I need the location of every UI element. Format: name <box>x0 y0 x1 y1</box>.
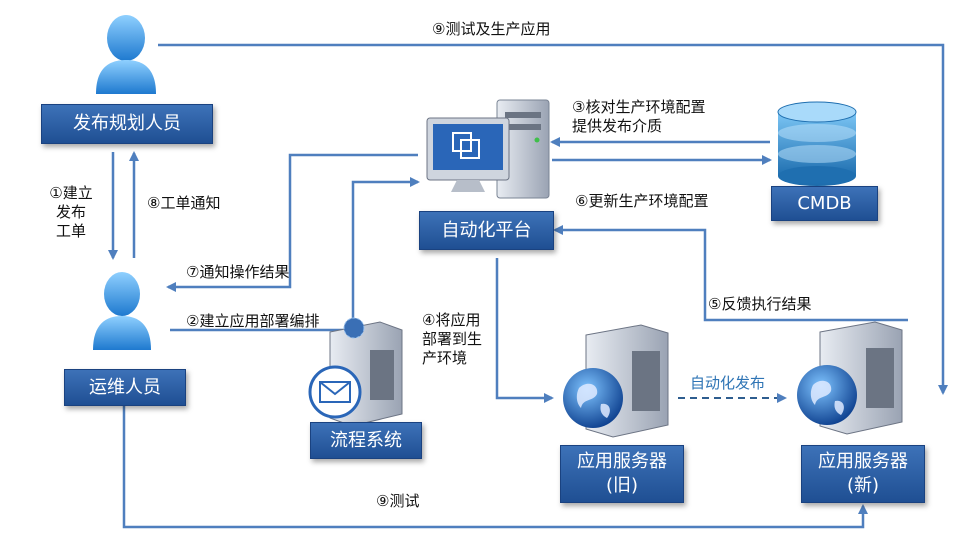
ops-box: 运维人员 <box>64 369 186 406</box>
arrow-step9-bottom <box>122 400 868 529</box>
step8-label: ⑧工单通知 <box>147 194 221 212</box>
step9-top-label: ⑨测试及生产应用 <box>432 20 551 38</box>
step4-label-line3: 产环境 <box>422 349 468 367</box>
app-server-old-label-line1: 应用服务器 <box>577 451 667 472</box>
arrow-step4 <box>495 258 554 403</box>
cmdb-box: CMDB <box>771 186 878 221</box>
auto-release-label: 自动化发布 <box>690 374 766 392</box>
step1-label-line3: 工单 <box>55 222 86 240</box>
arrow-step2 <box>170 177 420 332</box>
globe-icon <box>797 365 857 425</box>
app-server-new-label-line2: (新) <box>846 475 880 496</box>
platform-box: 自动化平台 <box>419 211 554 250</box>
arrow-step9-top <box>158 43 948 395</box>
step3-label-line2: 提供发布介质 <box>572 117 663 135</box>
planner-label: 发布规划人员 <box>73 113 181 134</box>
arrow-step5 <box>553 225 908 322</box>
step4-label-line1: ④将应用 <box>422 311 481 329</box>
server-icon <box>496 99 550 199</box>
cmdb-label: CMDB <box>797 192 852 214</box>
step5-label: ⑤反馈执行结果 <box>708 295 812 313</box>
step7-label: ⑦通知操作结果 <box>186 263 290 281</box>
app-server-old-box: 应用服务器 (旧) <box>560 445 684 503</box>
step1-label-line2: 发布 <box>55 203 86 221</box>
workflow-label: 流程系统 <box>330 429 402 451</box>
step3-label: ③核对生产环境配置 提供发布介质 <box>572 98 705 136</box>
platform-label: 自动化平台 <box>441 219 532 241</box>
step6-label: ⑥更新生产环境配置 <box>575 192 709 210</box>
monitor-icon <box>426 117 510 192</box>
arrow-step7 <box>166 153 418 292</box>
mail-icon <box>308 365 362 419</box>
step4-label-line2: 部署到生 <box>422 330 483 348</box>
planner-box: 发布规划人员 <box>41 104 213 144</box>
workflow-box: 流程系统 <box>310 422 422 459</box>
person-icon <box>96 15 156 94</box>
ops-label: 运维人员 <box>89 376 161 398</box>
app-server-old-label-line2: (旧) <box>605 475 639 496</box>
step4-label: ④将应用 部署到生 产环境 <box>422 311 482 368</box>
database-icon <box>777 101 857 186</box>
app-server-new-box: 应用服务器 (新) <box>801 445 925 503</box>
person-icon <box>93 272 151 350</box>
step1-label: ①建立 发布 工单 <box>46 184 96 241</box>
step3-label-line1: ③核对生产环境配置 <box>572 98 706 116</box>
app-server-new-label-line1: 应用服务器 <box>818 451 908 472</box>
step1-label-line1: ①建立 <box>49 184 93 202</box>
step9-bottom-label: ⑨测试 <box>376 492 420 510</box>
step2-label: ②建立应用部署编排 <box>186 312 320 330</box>
globe-icon <box>563 368 623 428</box>
